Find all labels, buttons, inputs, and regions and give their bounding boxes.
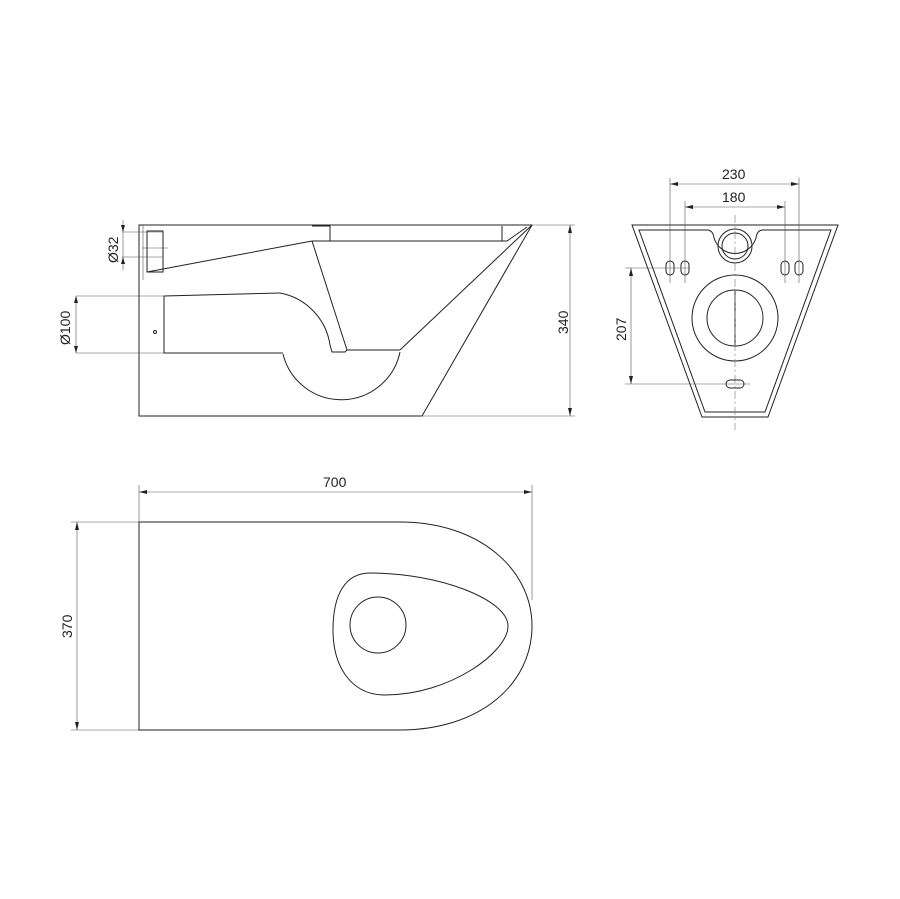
dim-32-lines [122,220,168,270]
rear-inner-outline [638,229,832,413]
dim-100-lines [75,295,164,354]
top-view: 700 370 [59,474,533,731]
dim-180-lines [684,201,786,283]
dim-180-label: 180 [722,189,746,205]
dim-230-lines [669,178,800,283]
fixing-point [153,330,157,334]
outlet-hole [349,596,407,654]
dim-230-label: 230 [722,166,746,182]
side-outline [138,224,533,417]
bowl-front-slope [399,224,533,351]
dim-700-lines [138,485,533,600]
dim-340-lines [422,224,575,417]
dim-340-label: 340 [555,310,571,334]
rim-rect-left [312,225,331,241]
drain-pipe [163,292,283,354]
dim-370-lines [71,521,139,731]
flush-channel [146,230,313,273]
rear-outline [631,224,839,418]
trap-upper-arc [279,292,400,353]
dim-100-arrows [74,296,78,353]
dim-700-label: 700 [323,474,347,490]
top-outline [138,521,533,731]
dim-207-lines [625,267,750,385]
trap-lower-arc [282,351,401,401]
side-view: 340 Ø100 Ø32 [57,220,575,417]
rear-view: 230 180 207 [613,166,839,430]
dim-370-label: 370 [59,614,75,638]
dim-32-label: Ø32 [105,236,121,263]
bowl-back-wall [311,240,348,351]
dim-100-label: Ø100 [57,311,73,345]
bowl-opening [332,572,509,696]
dim-207-label: 207 [613,317,629,341]
rim-line [312,226,528,242]
